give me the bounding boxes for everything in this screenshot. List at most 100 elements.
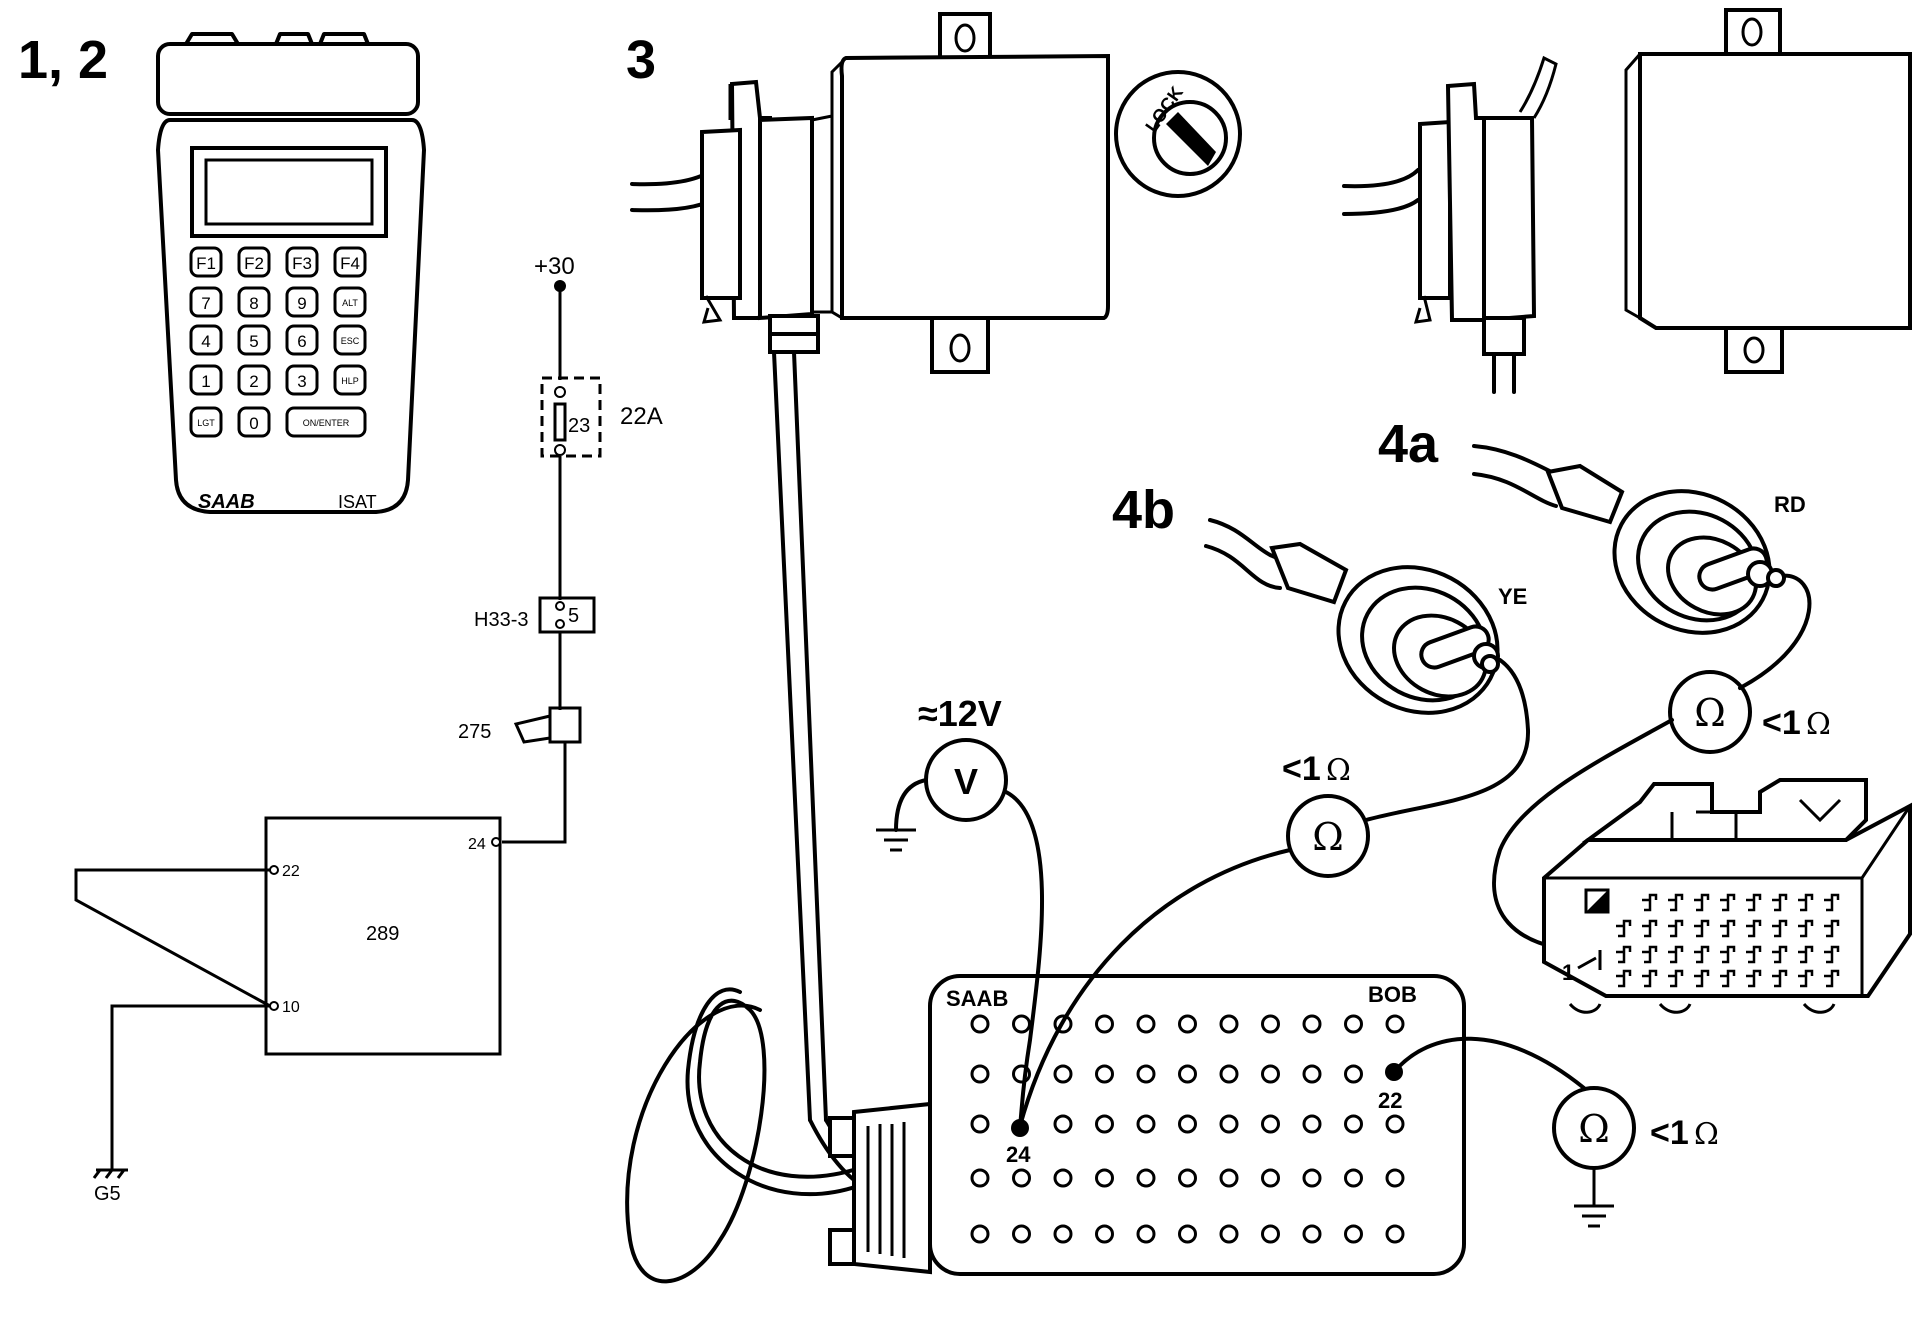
- bob-hole: [1385, 1014, 1405, 1034]
- bob-hole: [1261, 1224, 1280, 1244]
- isat-key-alt[interactable]: ALT: [333, 286, 367, 318]
- switch-275: [548, 706, 582, 744]
- ohmmeter-4b-symbol: Ω: [1312, 815, 1344, 859]
- connector-label: H33-3: [474, 609, 528, 631]
- isat-key-f3[interactable]: F3: [285, 246, 319, 278]
- svg-text:HLP: HLP: [341, 376, 359, 386]
- svg-text:0: 0: [249, 414, 258, 433]
- isat-key-hlp[interactable]: HLP: [333, 364, 367, 396]
- supply-label: +30: [534, 253, 575, 280]
- connector-cavity: [1746, 893, 1762, 912]
- connector-cavity: [1772, 969, 1788, 988]
- voltmeter: ≈12V V: [876, 693, 1045, 1128]
- ground-label: G5: [94, 1183, 121, 1205]
- isat-key-7[interactable]: 7: [189, 286, 223, 318]
- mount-tab-top: [938, 12, 992, 64]
- connector-pin-grid: [1616, 893, 1840, 988]
- bob-hole: [1053, 1168, 1073, 1188]
- isat-key-f2[interactable]: F2: [237, 246, 271, 278]
- svg-text:ON/ENTER: ON/ENTER: [303, 418, 350, 428]
- bob-hole: [970, 1224, 990, 1244]
- bob-hole: [1095, 1224, 1114, 1244]
- connector-cavity: [1720, 945, 1736, 964]
- mount-tab-bottom-2: [1724, 326, 1784, 374]
- isat-key-2[interactable]: 2: [237, 364, 271, 396]
- bob-hole: [1302, 1168, 1322, 1188]
- bob-hole: [1261, 1168, 1280, 1188]
- connector-cavity: [1824, 893, 1840, 912]
- fuse-rating: 22A: [620, 403, 663, 430]
- connector-pin-1: 1: [1562, 960, 1574, 985]
- svg-text:LGT: LGT: [197, 418, 215, 428]
- bob-hole: [1261, 1014, 1280, 1034]
- connector-cavity: [1616, 969, 1632, 988]
- harness-boot-2: [1482, 316, 1526, 356]
- bob-hole: [1178, 1014, 1197, 1034]
- svg-text:F4: F4: [340, 254, 360, 273]
- mount-tab-top-2: [1724, 8, 1782, 58]
- isat-key-1[interactable]: 1: [189, 364, 223, 396]
- ohmmeter-4a-circle: [1668, 670, 1752, 754]
- isat-key-lgt[interactable]: LGT: [189, 406, 223, 438]
- fuse-box: [540, 376, 602, 458]
- isat-key-6[interactable]: 6: [285, 324, 319, 356]
- mount-tab-bottom: [930, 316, 990, 374]
- isat-display: [190, 146, 388, 238]
- bob-hole: [1219, 1224, 1239, 1244]
- connector-cavity: [1694, 969, 1710, 988]
- connector-h33: [538, 596, 596, 634]
- ohm-reading-ground-unit: Ω: [1694, 1117, 1719, 1152]
- bob-hole: [970, 1014, 990, 1034]
- probe-4b-color: YE: [1498, 584, 1527, 609]
- connector-cavity: [1642, 919, 1658, 938]
- ohmmeter-ground-symbol: Ω: [1578, 1107, 1610, 1151]
- connector-cavity: [1642, 969, 1658, 988]
- bob-hole: [1302, 1224, 1322, 1244]
- bob-hole: [1219, 1014, 1239, 1034]
- isat-key-9[interactable]: 9: [285, 286, 319, 318]
- connector-cavity: [1668, 969, 1684, 988]
- isat-key-f4[interactable]: F4: [333, 246, 367, 278]
- isat-key-4[interactable]: 4: [189, 324, 223, 356]
- bob-pin-grid: [970, 1014, 1405, 1244]
- connector-cavity: [1668, 945, 1684, 964]
- breakout-box: SAAB BOB 24 22: [828, 974, 1466, 1276]
- ohm-reading-4b-unit: Ω: [1326, 753, 1351, 788]
- isat-key-5[interactable]: 5: [237, 324, 271, 356]
- step-label-3: 3: [626, 30, 656, 90]
- isat-key-onenter[interactable]: ON/ENTER: [285, 406, 367, 438]
- svg-text:6: 6: [297, 332, 306, 351]
- isat-key-f1[interactable]: F1: [189, 246, 223, 278]
- isat-key-0[interactable]: 0: [237, 406, 271, 438]
- svg-text:8: 8: [249, 294, 258, 313]
- connector-cavity: [1746, 919, 1762, 938]
- isat-key-esc[interactable]: ESC: [333, 324, 367, 356]
- isat-key-8[interactable]: 8: [237, 286, 271, 318]
- ohm-reading-4a-lt: <1: [1762, 704, 1801, 742]
- pin-24-label: 24: [468, 836, 486, 853]
- bob-hole: [1178, 1168, 1197, 1188]
- connector-cavity: [1720, 893, 1736, 912]
- bob-name: BOB: [1368, 982, 1417, 1007]
- svg-text:F3: F3: [292, 254, 312, 273]
- isat-key-3[interactable]: 3: [285, 364, 319, 396]
- bob-hole: [1012, 1168, 1031, 1188]
- bob-hole: [1385, 1168, 1405, 1188]
- bob-hole: [970, 1168, 990, 1188]
- svg-text:3: 3: [297, 372, 306, 391]
- ohm-reading-4a-unit: Ω: [1806, 707, 1831, 742]
- bob-hole: [1053, 1224, 1073, 1244]
- svg-text:5: 5: [249, 332, 258, 351]
- fuse-symbol: [553, 402, 567, 442]
- bob-hole: [1012, 1224, 1031, 1244]
- bob-pin-24[interactable]: [1011, 1119, 1029, 1137]
- bob-hole: [1344, 1168, 1363, 1188]
- bob-hole: [1219, 1114, 1239, 1134]
- voltmeter-symbol: V: [954, 761, 978, 802]
- bob-hole: [1219, 1168, 1239, 1188]
- bob-hole: [1095, 1168, 1114, 1188]
- control-module-disconnected: [1342, 8, 1912, 394]
